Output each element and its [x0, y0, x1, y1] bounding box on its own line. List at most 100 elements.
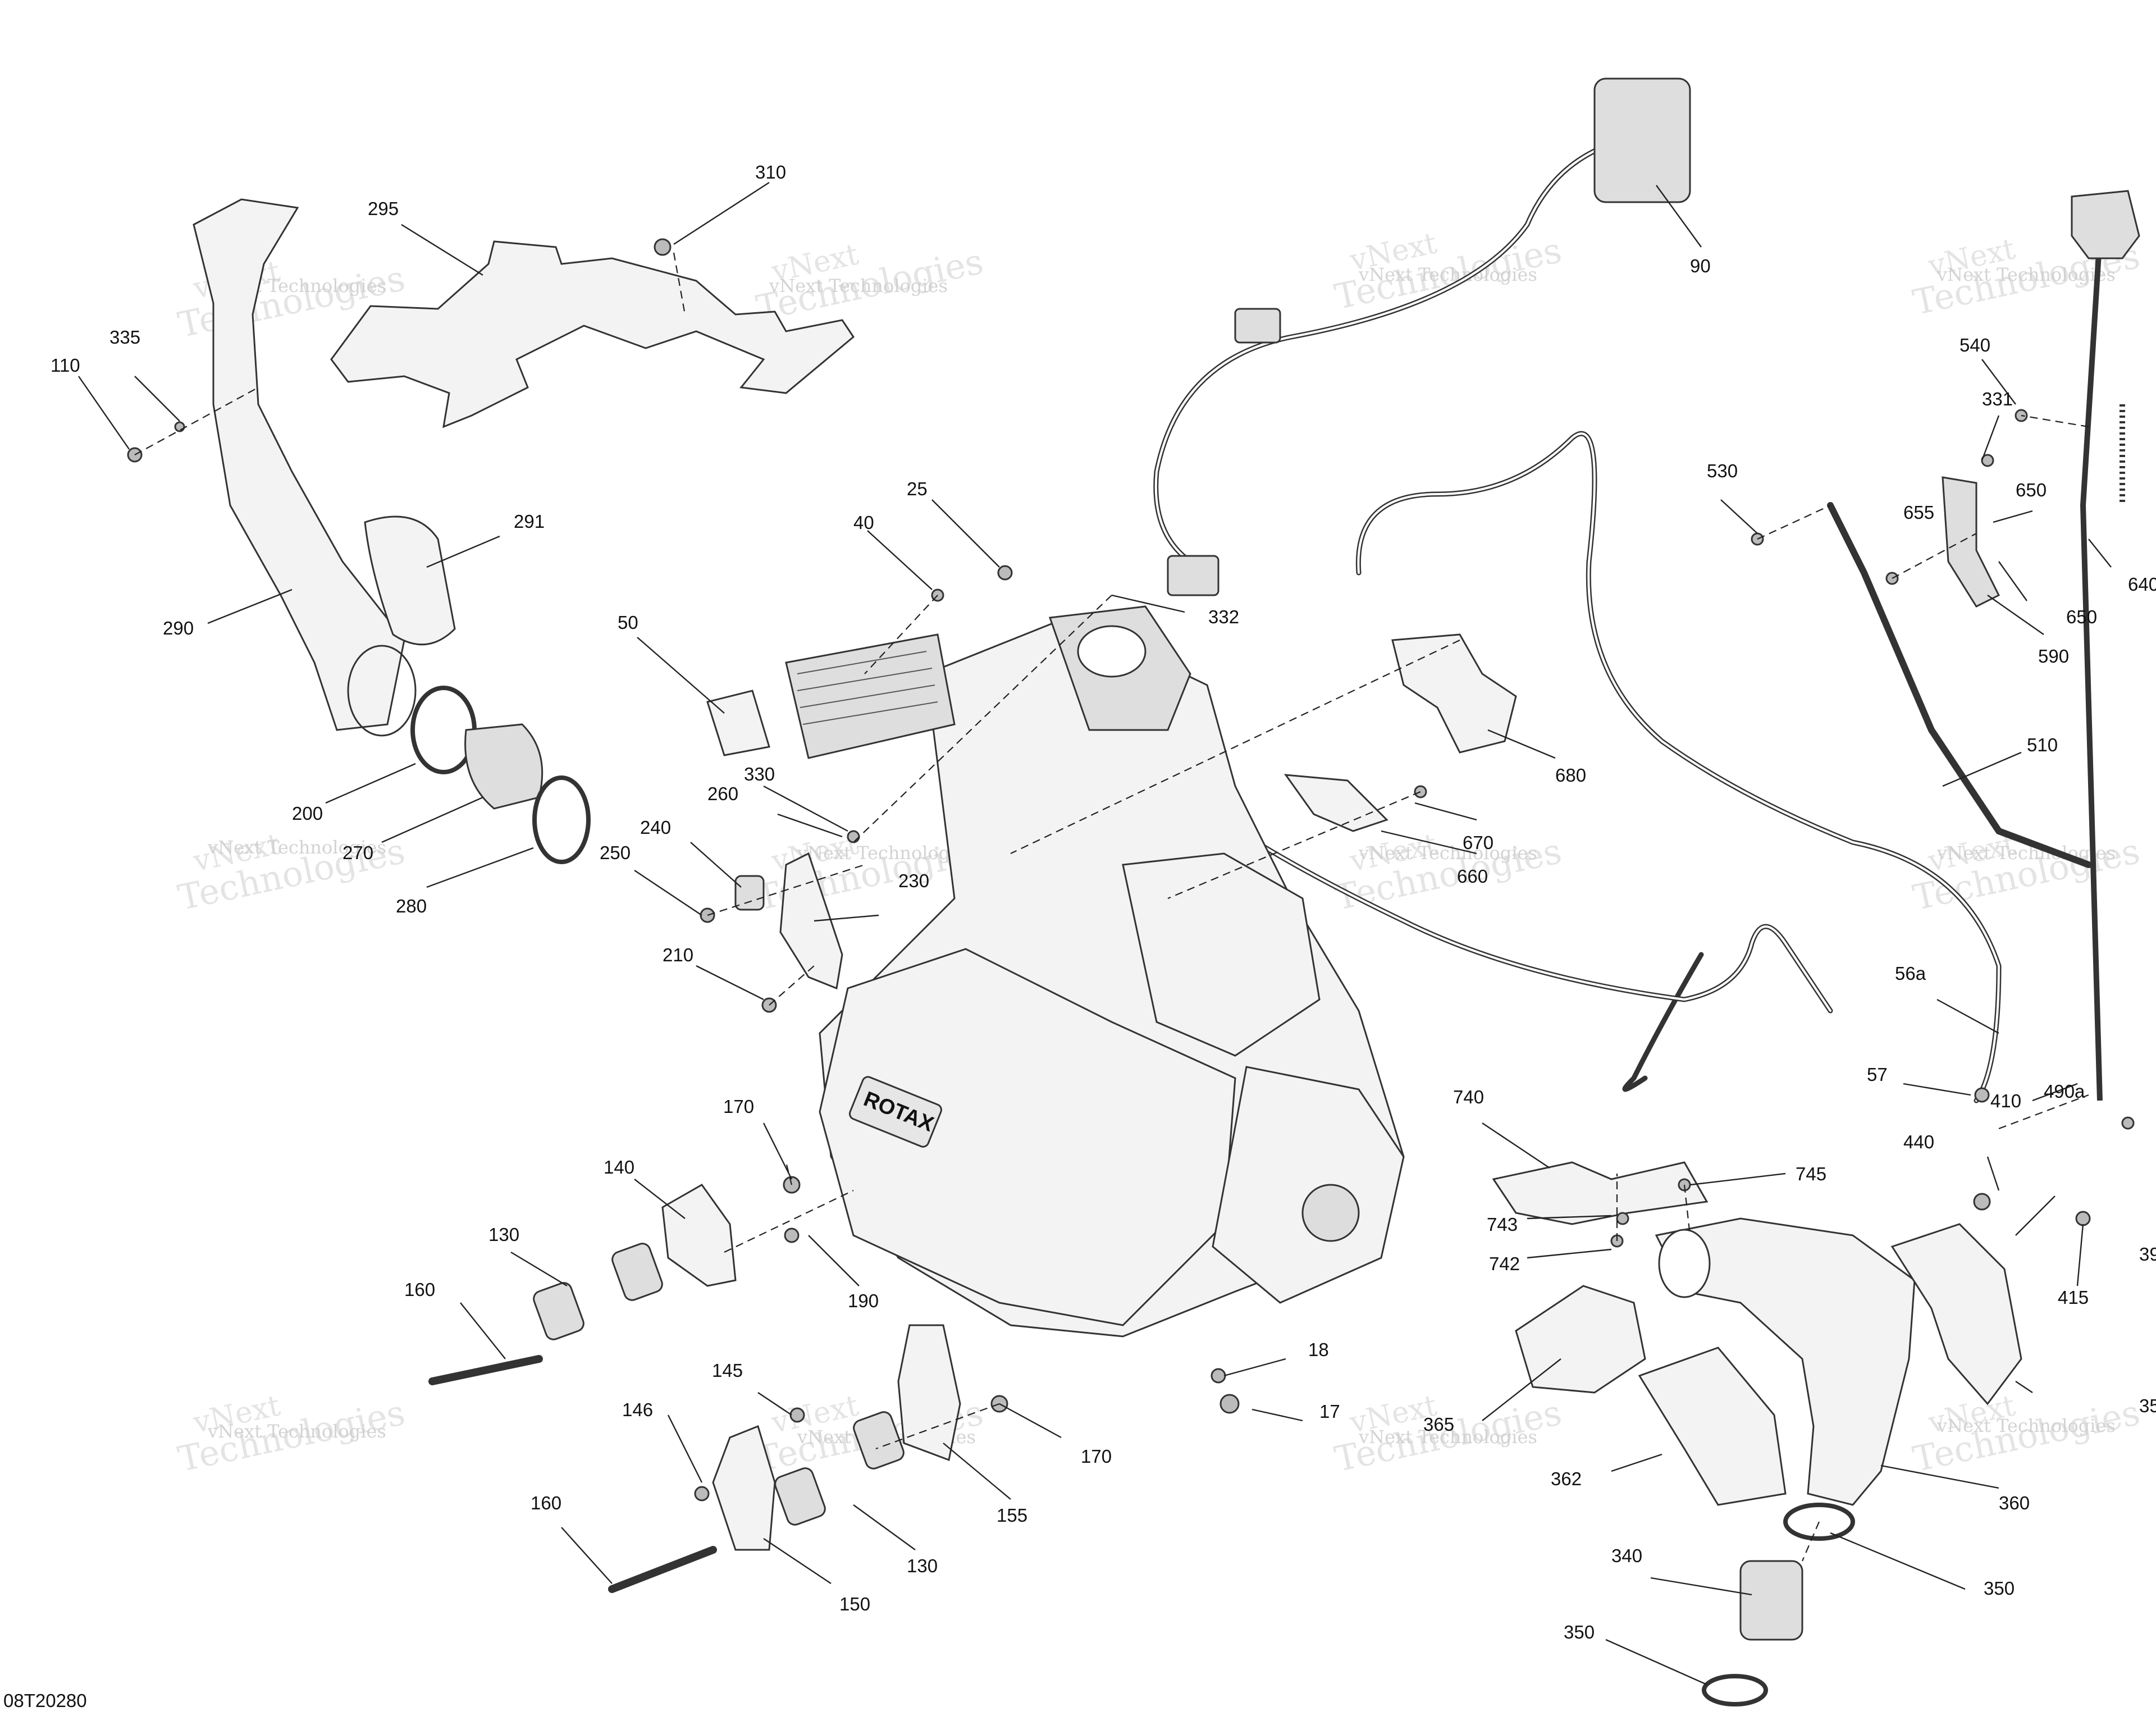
callout-230: 230 — [898, 870, 929, 891]
watermark-small: vNext Technologies — [769, 275, 948, 296]
callout-540: 540 — [1959, 335, 1990, 355]
callout-160b: 160 — [531, 1493, 561, 1513]
connector-90 — [1593, 77, 1691, 203]
callout-650: 650 — [2016, 480, 2047, 500]
adaptor-270 — [464, 723, 543, 810]
callout-640: 640 — [2128, 574, 2156, 595]
mount-130-c — [774, 1467, 826, 1526]
watermark-small: vNext Technologies — [1936, 1415, 2116, 1436]
bracket-680 — [1391, 633, 1517, 754]
label-50 — [706, 690, 770, 756]
watermark-small: vNext Technologies — [1358, 1426, 1537, 1448]
watermark-small: vNext Technologies — [1358, 264, 1537, 285]
callout-39: 39 — [2139, 1244, 2156, 1265]
callout-291: 291 — [514, 511, 545, 532]
bolt-160-b — [608, 1546, 717, 1593]
bolt-160 — [428, 1355, 543, 1385]
watermark-small: vNext Technologies — [1936, 264, 2116, 285]
shift-knob — [2071, 190, 2140, 259]
callout-200: 200 — [292, 803, 323, 824]
callout-331: 331 — [1982, 389, 2013, 409]
callout-365: 365 — [1423, 1414, 1454, 1435]
callout-362: 362 — [1551, 1468, 1582, 1489]
connector-plug — [1167, 555, 1219, 596]
callout-740: 740 — [1453, 1087, 1484, 1107]
callout-40: 40 — [853, 512, 874, 533]
callout-530: 530 — [1707, 460, 1738, 481]
callout-260: 260 — [707, 783, 738, 804]
watermark-small: vNext Technologies — [1936, 842, 2116, 864]
callout-350: 350 — [1984, 1578, 2015, 1599]
callout-170b: 170 — [1081, 1446, 1112, 1467]
clamp-280 — [532, 775, 591, 864]
bracket-660 — [1283, 774, 1388, 832]
bracket-590 — [1942, 476, 2000, 608]
engine-badge-plate — [848, 1076, 943, 1148]
callout-280: 280 — [396, 896, 427, 916]
callout-50: 50 — [618, 612, 638, 633]
shift-lever — [2080, 235, 2103, 1101]
bushing-240 — [734, 875, 765, 911]
cvt-cover — [819, 948, 1236, 1326]
callout-155: 155 — [997, 1505, 1027, 1526]
callout-335: 335 — [109, 327, 140, 348]
callout-160: 160 — [404, 1279, 435, 1300]
bracket-150 — [712, 1425, 776, 1551]
shift-rod-510 — [1827, 502, 2092, 868]
callout-170: 170 — [723, 1096, 754, 1117]
boot-291 — [364, 515, 456, 646]
duct-365 — [1515, 1285, 1646, 1394]
callout-145: 145 — [712, 1360, 743, 1381]
callout-57: 57 — [1867, 1064, 1888, 1085]
callout-360: 360 — [1999, 1493, 2030, 1513]
callout-680: 680 — [1555, 765, 1586, 786]
shield-362 — [1638, 1347, 1787, 1506]
callout-330: 330 — [744, 764, 775, 784]
callout-510: 510 — [2027, 734, 2058, 755]
bracket-140 — [661, 1184, 737, 1287]
filter-340 — [1739, 1560, 1803, 1641]
callout-25: 25 — [907, 478, 928, 499]
callout-130: 130 — [488, 1224, 519, 1245]
connector-plug — [1234, 308, 1281, 344]
bracket-155 — [897, 1324, 961, 1462]
callout-650b: 650 — [2066, 606, 2097, 627]
callout-415: 415 — [2058, 1287, 2089, 1308]
callout-490a: 490a — [2044, 1081, 2085, 1102]
callout-410: 410 — [1990, 1090, 2021, 1111]
heat-shield-295 — [330, 240, 855, 428]
callout-110: 110 — [51, 355, 80, 376]
callout-590: 590 — [2038, 646, 2069, 667]
callout-190: 190 — [848, 1290, 879, 1311]
callout-742: 742 — [1489, 1253, 1520, 1274]
callout-290: 290 — [163, 618, 194, 638]
clamp-350-b — [1702, 1674, 1768, 1706]
callout-140: 140 — [604, 1157, 634, 1178]
callout-146: 146 — [622, 1399, 653, 1420]
callout-660: 660 — [1457, 866, 1488, 887]
callout-340: 340 — [1611, 1545, 1642, 1566]
watermark-small: vNext Technologies — [1358, 842, 1537, 864]
clamp-350 — [1783, 1503, 1855, 1541]
callouts: 310 295 335 110 291 290 25 40 332 50 330… — [3, 162, 2156, 1711]
mount-130-a — [533, 1282, 584, 1340]
callout-670: 670 — [1463, 832, 1493, 853]
callout-90: 90 — [1690, 255, 1711, 276]
callout-295: 295 — [368, 198, 399, 219]
callout-56a: 56a — [1895, 963, 1926, 984]
callout-350b: 350 — [1564, 1622, 1595, 1642]
callout-250: 250 — [600, 842, 631, 863]
engine-assembly: ROTAX — [785, 605, 1405, 1338]
watermark: vNext Technologies — [753, 238, 987, 328]
callout-210: 210 — [663, 944, 693, 965]
callout-332: 332 — [1208, 606, 1239, 627]
shield-35 — [1890, 1223, 2022, 1405]
watermark-small: vNext Technologies — [797, 842, 976, 864]
callout-655: 655 — [1903, 502, 1934, 523]
mount-130-b — [853, 1411, 905, 1470]
callout-150: 150 — [839, 1594, 870, 1614]
callout-240: 240 — [640, 817, 671, 838]
watermark-small: vNext Technologies — [207, 1421, 386, 1442]
callout-130b: 130 — [907, 1555, 938, 1576]
